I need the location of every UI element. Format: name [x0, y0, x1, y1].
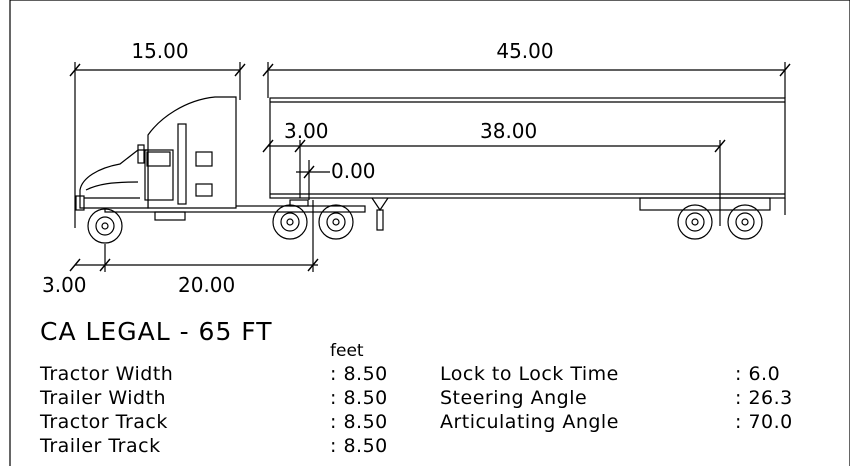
spec-value: : 8.50	[330, 363, 388, 385]
spec-label: Lock to Lock Time	[440, 363, 619, 385]
fifth-wheel-dimension: 0.00	[296, 159, 376, 200]
wheelbase-dimensions: 3.00 20.00	[42, 200, 319, 297]
tractor	[75, 96, 366, 221]
fifth-wheel-offset-label: 0.00	[331, 159, 376, 183]
spec-label: Tractor Width	[39, 363, 173, 385]
specs-right: Lock to Lock Time : 6.0 Steering Angle :…	[440, 363, 793, 433]
trailer	[269, 97, 786, 231]
kingpin-to-axle-label: 38.00	[480, 119, 537, 143]
tractor-length-label: 15.00	[131, 39, 188, 63]
wheel	[677, 204, 713, 240]
wheel	[318, 204, 354, 240]
wheel	[87, 208, 123, 244]
kingpin-dimensions: 3.00 38.00	[262, 119, 726, 226]
spec-value: : 26.3	[735, 387, 793, 409]
vehicle-title: CA LEGAL - 65 FT	[40, 317, 273, 346]
units-label: feet	[330, 341, 364, 361]
front-overhang-label: 3.00	[42, 273, 87, 297]
spec-value: : 6.0	[735, 363, 780, 385]
wheel	[272, 204, 308, 240]
trailer-length-label: 45.00	[496, 39, 553, 63]
spec-label: Articulating Angle	[440, 411, 619, 433]
tractor-length-dimension: 15.00	[69, 39, 246, 228]
spec-label: Trailer Width	[39, 387, 166, 409]
kingpin-offset-label: 3.00	[284, 119, 329, 143]
spec-label: Tractor Track	[39, 411, 168, 433]
spec-label: Trailer Track	[39, 435, 161, 457]
specs-left: Tractor Width : 8.50 Trailer Width : 8.5…	[39, 363, 388, 457]
spec-value: : 70.0	[735, 411, 793, 433]
spec-value: : 8.50	[330, 387, 388, 409]
wheelbase-label: 20.00	[178, 273, 235, 297]
trailer-length-dimension: 45.00	[262, 39, 791, 98]
spec-value: : 8.50	[330, 435, 388, 457]
spec-label: Steering Angle	[440, 387, 587, 409]
wheel	[727, 204, 763, 240]
spec-value: : 8.50	[330, 411, 388, 433]
wheels	[87, 204, 763, 244]
frame-border	[9, 0, 850, 466]
